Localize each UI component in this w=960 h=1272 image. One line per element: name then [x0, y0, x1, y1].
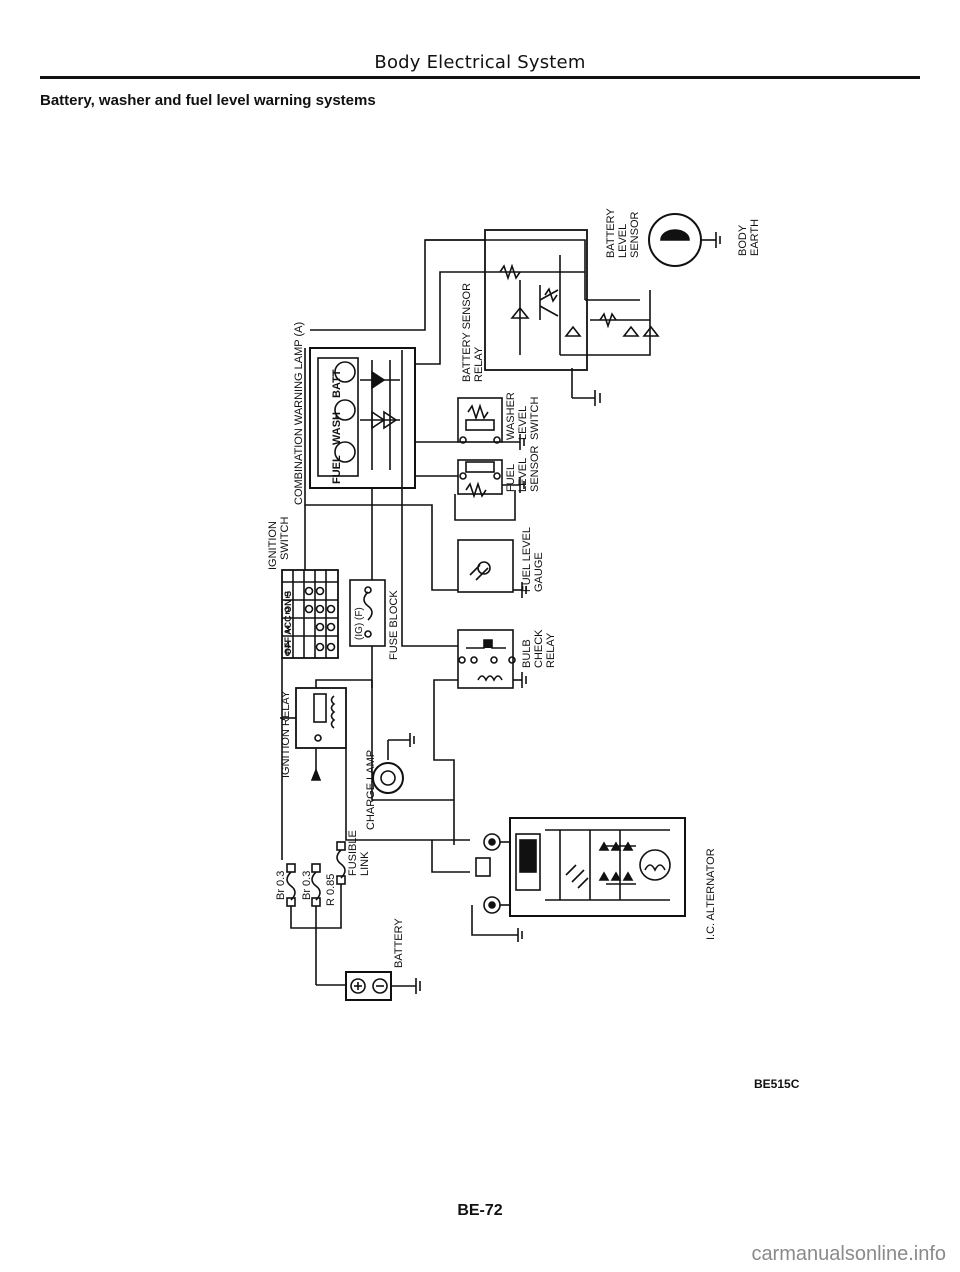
label-fusible-link-2: LINK [359, 851, 371, 876]
wiring-harness [281, 239, 523, 942]
table-row-label: 3 [285, 624, 290, 634]
table-row-label: 4 [285, 640, 290, 650]
washer-level-switch [457, 397, 525, 450]
battery-sensor-relay [425, 229, 660, 406]
combination-warning-lamp [309, 347, 416, 489]
watermark: carmanualsonline.info [751, 1243, 946, 1265]
table-row-label: 1 [285, 590, 290, 600]
fusible-links [286, 841, 346, 986]
header-rule [40, 76, 920, 79]
label-wash: WASH [331, 412, 343, 445]
label-fuel-level-gauge-2: GAUGE [533, 552, 545, 592]
label-ignition-switch-1: IGNITION [267, 521, 279, 570]
label-fuel-level-sensor-2: LEVEL [517, 458, 529, 492]
table-row-label: 2 [285, 606, 290, 616]
fuel-level-gauge [457, 539, 527, 598]
ic-alternator [475, 817, 686, 917]
figure-code: BE515C [754, 1077, 800, 1091]
ignition-relay [280, 687, 347, 749]
label-fuse-block-terminals: (IG) (F) [354, 607, 365, 640]
battery [345, 971, 421, 1001]
label-ignition-relay: IGNITION RELAY [280, 690, 292, 778]
label-fuel-level-gauge-1: FUEL LEVEL [521, 527, 533, 592]
fuse-block [349, 579, 386, 647]
label-fuel: FUEL [331, 455, 343, 484]
label-washer-level-switch-2: LEVEL [517, 406, 529, 440]
label-batt: BATT [331, 369, 343, 398]
label-washer-level-switch-1: WASHER [505, 392, 517, 440]
label-bulb-check-relay-2: CHECK [533, 629, 545, 668]
label-battery-level-sensor-1: BATTERY [605, 208, 617, 258]
label-fuse-block: FUSE BLOCK [388, 590, 400, 660]
label-charge-lamp: CHARGE LAMP [365, 750, 377, 830]
label-washer-level-switch-3: SWITCH [529, 397, 541, 440]
label-bulb-check-relay-1: BULB [521, 639, 533, 668]
label-fuel-level-sensor-3: SENSOR [529, 445, 541, 492]
table-row-label: 5 [285, 648, 290, 658]
label-battery-level-sensor-3: SENSOR [629, 211, 641, 258]
page-header-title: Body Electrical System [374, 52, 586, 73]
fuel-level-sensor [454, 459, 525, 521]
charge-lamp [372, 733, 415, 794]
label-battery-level-sensor-2: LEVEL [617, 224, 629, 258]
label-battery-sensor-relay-2: RELAY [473, 346, 485, 382]
section-title: Battery, washer and fuel level warning s… [40, 92, 376, 109]
label-wire-br-03-b: Br 0.3 [301, 871, 313, 900]
label-ic-alternator: I.C. ALTERNATOR [705, 848, 717, 940]
label-battery-sensor-relay-1: BATTERY SENSOR [461, 283, 473, 382]
page-number: BE-72 [457, 1202, 503, 1219]
label-wire-r-085: R 0.85 [325, 874, 337, 906]
label-combination-warning-lamp: COMBINATION WARNING LAMP (A) [293, 322, 305, 505]
label-body-earth-2: EARTH [749, 219, 761, 256]
label-body-earth-1: BODY [737, 224, 749, 256]
battery-level-sensor [648, 213, 721, 267]
label-fuel-level-sensor-1: FUEL [505, 464, 517, 492]
label-fusible-link-1: FUSIBLE [347, 830, 359, 876]
label-wire-br-03-a: Br 0.3 [275, 871, 287, 900]
label-ignition-switch-table: OFF ACC ON S [283, 591, 293, 655]
label-battery: BATTERY [393, 918, 405, 968]
ignition-switch-table [281, 569, 339, 680]
label-bulb-check-relay-3: RELAY [545, 632, 557, 668]
label-ignition-switch-2: SWITCH [279, 517, 291, 560]
bulb-check-relay [457, 629, 527, 689]
